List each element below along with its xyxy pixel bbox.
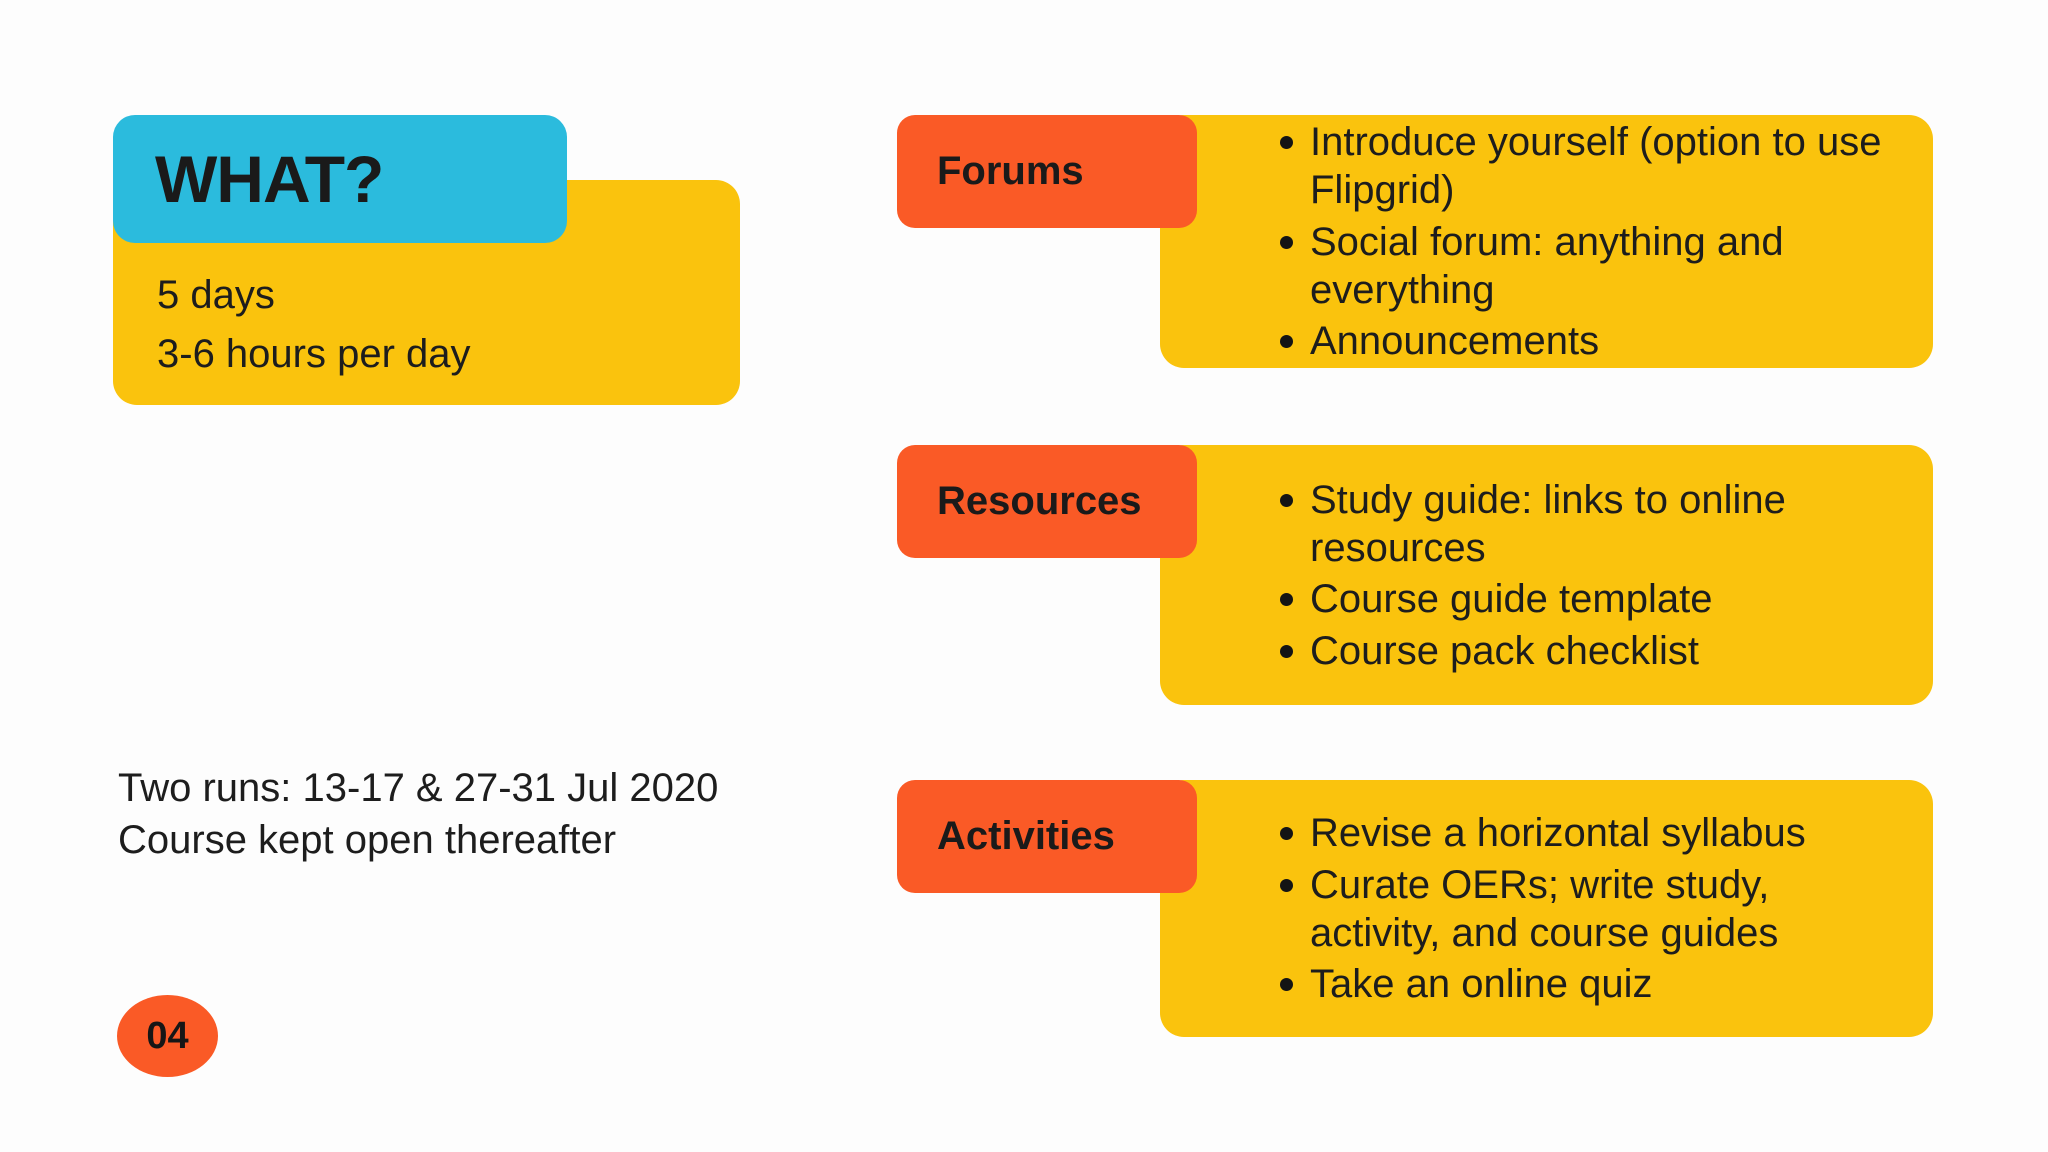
resources-label: Resources xyxy=(937,479,1142,523)
bullet-item: Study guide: links to online resources xyxy=(1160,476,1905,572)
forums-label: Forums xyxy=(937,149,1084,193)
resources-label-box: Resources xyxy=(897,445,1197,558)
activities-label-box: Activities xyxy=(897,780,1197,893)
schedule-note-line-1: Two runs: 13-17 & 27-31 Jul 2020 xyxy=(118,766,719,810)
bullet-item: Take an online quiz xyxy=(1160,960,1905,1008)
section-forums: Introduce yourself (option to use Flipgr… xyxy=(897,115,1933,368)
duration-days: 5 days xyxy=(157,273,275,317)
what-title: WHAT? xyxy=(155,142,384,216)
duration-hours: 3-6 hours per day xyxy=(157,332,471,376)
what-title-box: WHAT? xyxy=(113,115,567,243)
page-number-badge: 04 xyxy=(117,995,218,1077)
bullet-item: Announcements xyxy=(1160,317,1905,365)
bullet-item: Course guide template xyxy=(1160,575,1905,623)
schedule-note-line-2: Course kept open thereafter xyxy=(118,818,617,862)
activities-label: Activities xyxy=(937,814,1115,858)
bullet-item: Revise a horizontal syllabus xyxy=(1160,809,1905,857)
schedule-note: Two runs: 13-17 & 27-31 Jul 2020 Course … xyxy=(118,762,718,866)
bullet-item: Social forum: anything and everything xyxy=(1160,218,1905,314)
forums-bullet-list: Introduce yourself (option to use Flipgr… xyxy=(1160,115,1933,369)
bullet-item: Introduce yourself (option to use Flipgr… xyxy=(1160,118,1905,214)
page-number: 04 xyxy=(146,1014,189,1057)
bullet-item: Course pack checklist xyxy=(1160,627,1905,675)
forums-content-box: Introduce yourself (option to use Flipgr… xyxy=(1160,115,1933,368)
bullet-item: Curate OERs; write study, activity, and … xyxy=(1160,861,1905,957)
forums-label-box: Forums xyxy=(897,115,1197,228)
